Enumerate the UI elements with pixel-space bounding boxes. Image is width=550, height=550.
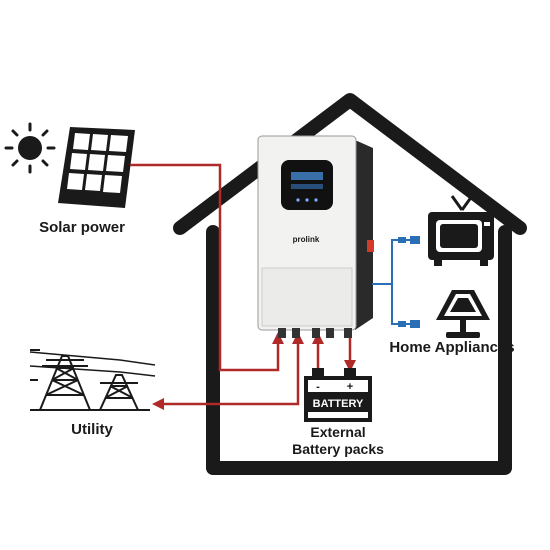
battery-icon bbox=[304, 368, 372, 422]
utility-arrow-left bbox=[152, 398, 164, 410]
battery-label: BATTERY bbox=[313, 398, 364, 410]
lamp-icon bbox=[436, 290, 490, 338]
battery-arrow-down bbox=[344, 360, 356, 372]
battery-pos-sign: + bbox=[347, 381, 353, 393]
utility-line bbox=[162, 342, 300, 406]
solar-power-label: Solar power bbox=[39, 219, 125, 236]
inverter-icon bbox=[257, 135, 374, 338]
sun-icon bbox=[4, 122, 56, 174]
solar-to-inverter-line bbox=[130, 163, 280, 372]
appliance-lines bbox=[372, 239, 412, 325]
battery-pack-label-line2: Battery packs bbox=[292, 441, 384, 457]
utility-label: Utility bbox=[71, 421, 113, 438]
inverter-brand: prolink bbox=[293, 235, 320, 244]
tv-icon bbox=[428, 195, 494, 266]
battery-neg-sign: - bbox=[316, 381, 320, 393]
home-appliances-label: Home Appliances bbox=[389, 339, 514, 356]
battery-pack-label-line1: External bbox=[310, 424, 365, 440]
power-pylon-icon bbox=[29, 349, 156, 411]
house-outline bbox=[173, 93, 527, 475]
solar-panel-icon bbox=[58, 127, 135, 208]
plug-connectors bbox=[398, 236, 420, 328]
